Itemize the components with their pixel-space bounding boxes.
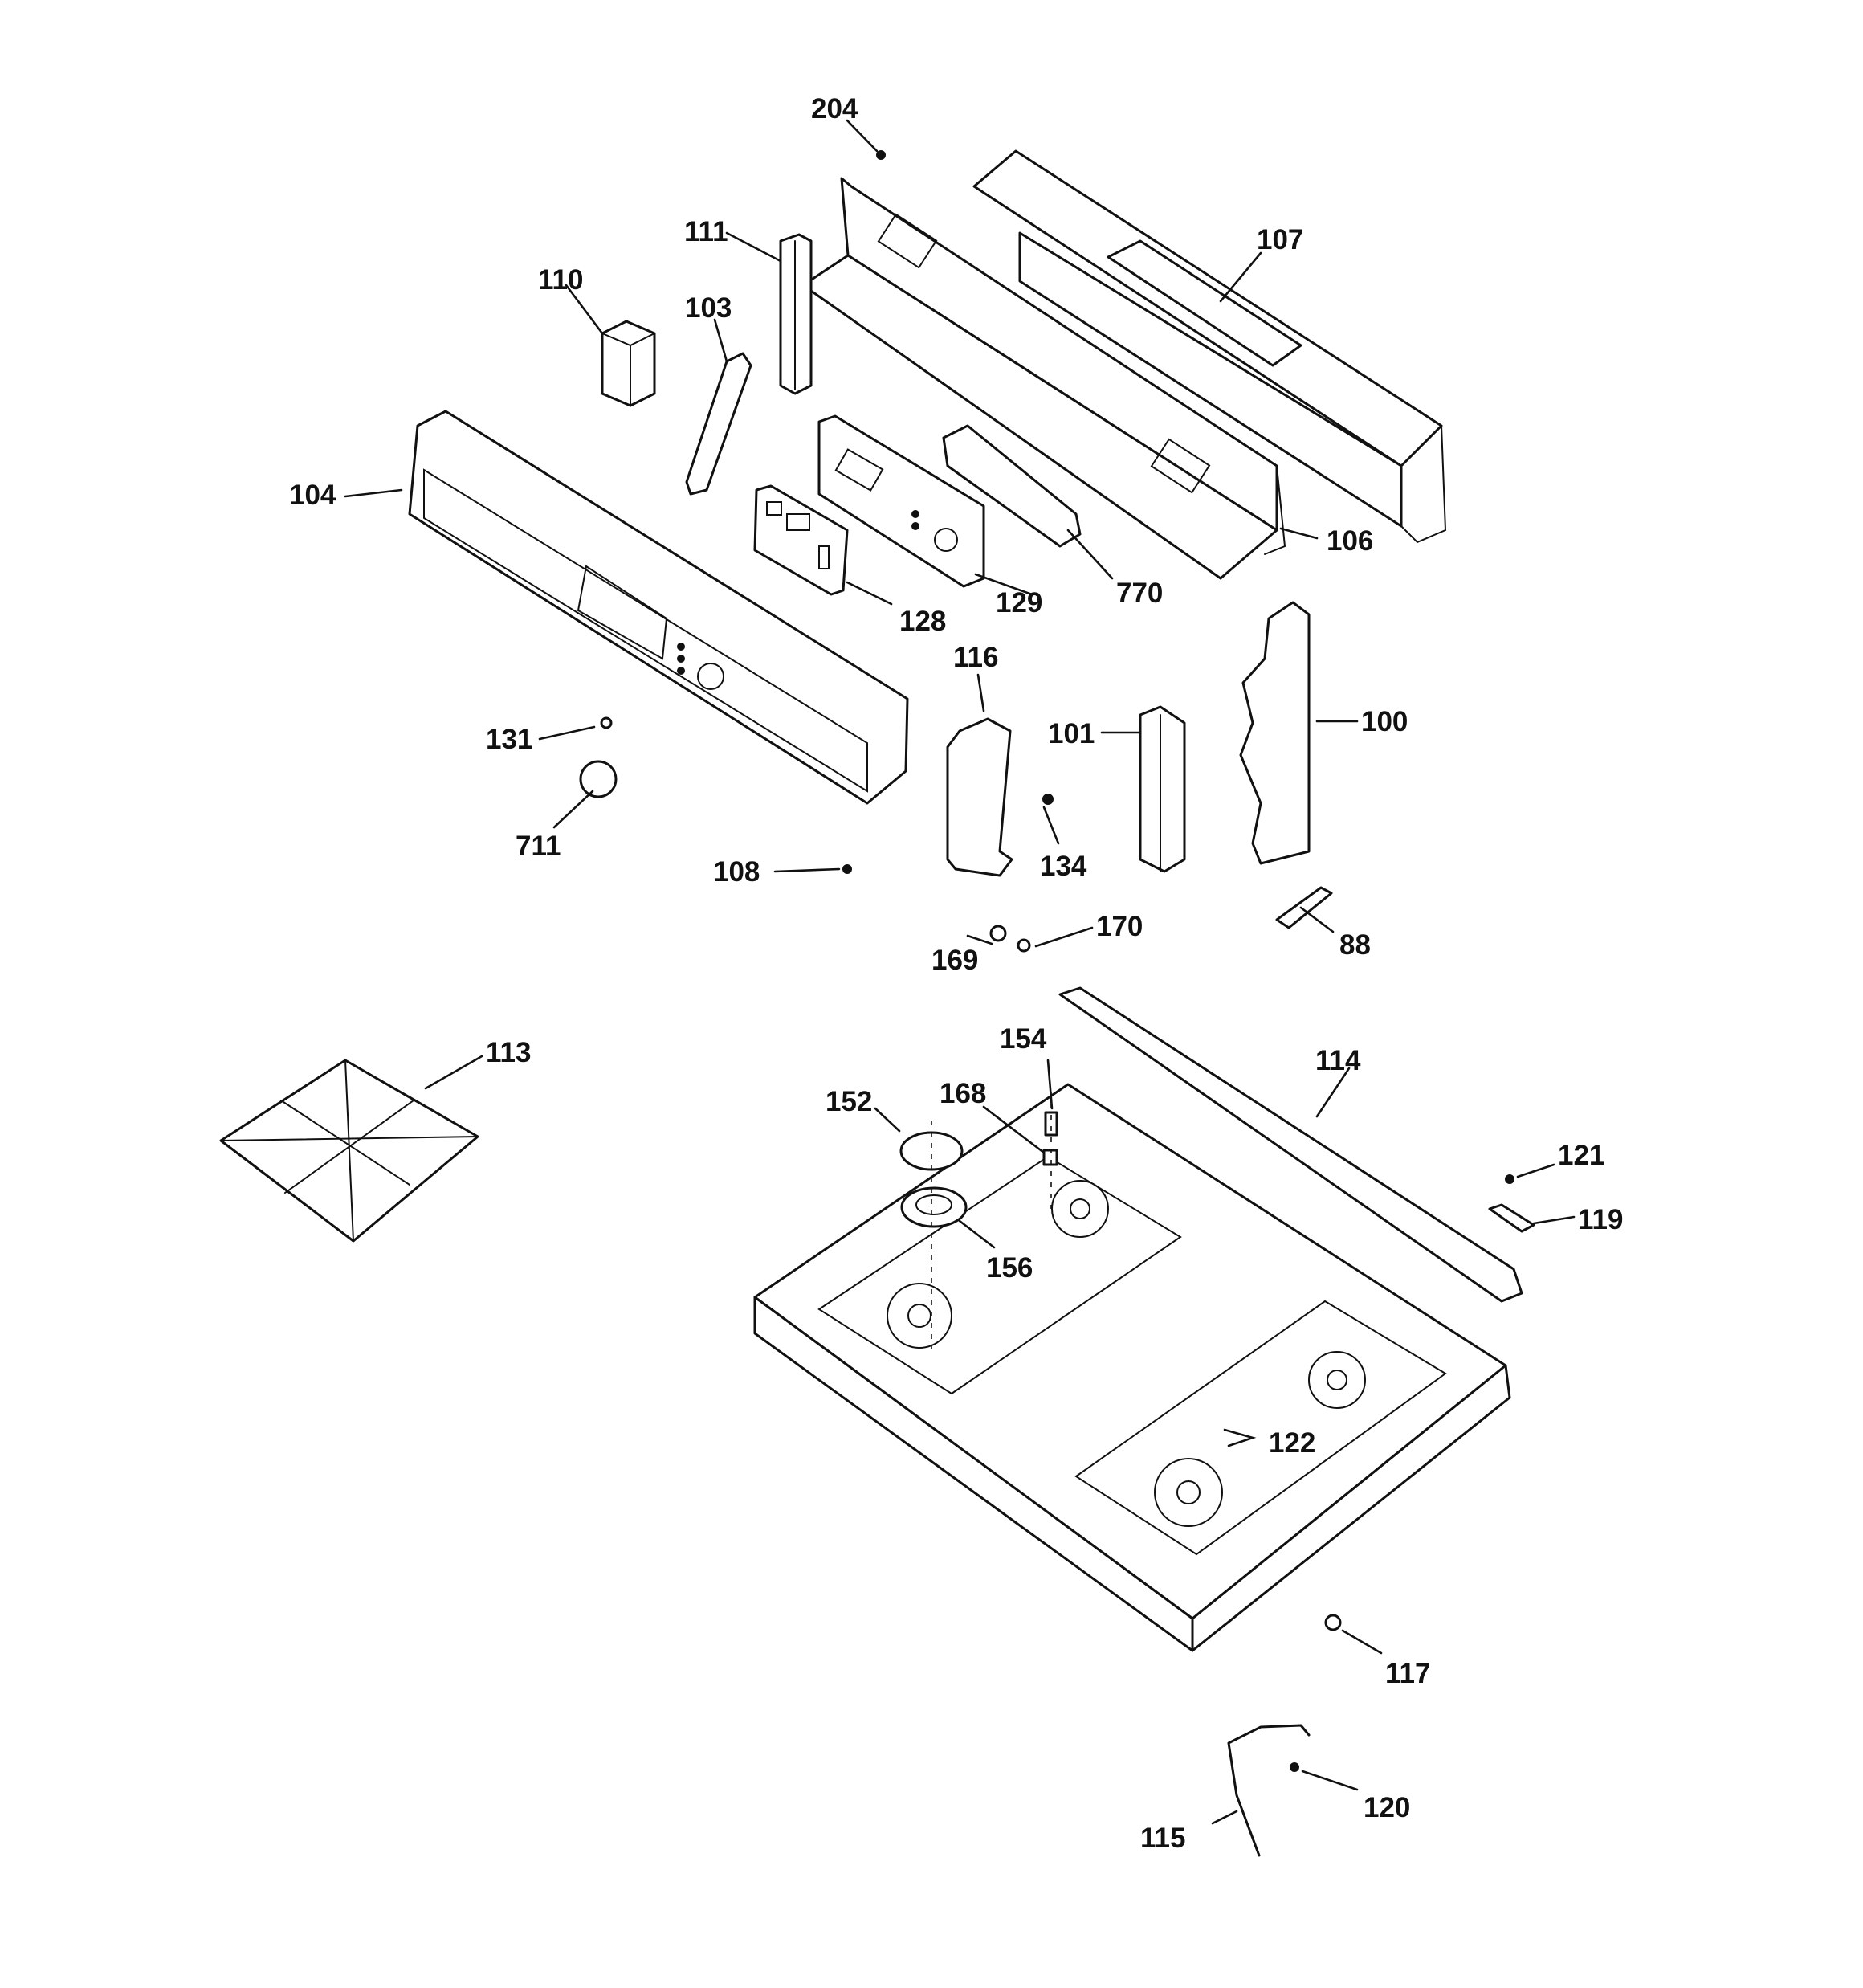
bracket-111 xyxy=(779,233,813,395)
label-154: 154 xyxy=(1000,1023,1047,1055)
label-110: 110 xyxy=(538,264,583,296)
label-711: 711 xyxy=(516,831,561,862)
end-cap-116 xyxy=(946,717,1013,877)
control-panel-104 xyxy=(408,410,909,805)
label-103: 103 xyxy=(685,292,732,324)
strap-88 xyxy=(1275,886,1333,929)
label-122: 122 xyxy=(1269,1427,1315,1459)
label-152: 152 xyxy=(826,1086,872,1117)
part-number-labels: 204 107 111 110 103 104 106 128 129 770 … xyxy=(289,93,1623,1854)
backguard-cover-107 xyxy=(972,149,1447,544)
burner-head-156 xyxy=(900,1186,968,1228)
label-156: 156 xyxy=(986,1252,1033,1284)
screw-108 xyxy=(842,864,852,874)
label-129: 129 xyxy=(996,587,1042,618)
burner-cap-152 xyxy=(899,1131,964,1171)
clip-131 xyxy=(600,716,613,729)
screw-170 xyxy=(1017,938,1031,953)
label-128: 128 xyxy=(899,606,946,637)
orifice-154 xyxy=(1044,1111,1058,1137)
rod-115 xyxy=(1227,1724,1311,1857)
burner-assembly xyxy=(899,1092,1058,1349)
overlay-128 xyxy=(753,484,849,596)
screw-121 xyxy=(1505,1174,1514,1184)
leader-lines xyxy=(344,119,1576,1825)
side-panel-100 xyxy=(1239,601,1311,865)
label-88: 88 xyxy=(1339,929,1371,961)
label-770: 770 xyxy=(1116,578,1163,609)
label-106: 106 xyxy=(1327,525,1373,557)
label-115: 115 xyxy=(1140,1823,1185,1854)
label-204: 204 xyxy=(811,93,858,125)
relay-box-110 xyxy=(601,320,656,407)
bracket-101 xyxy=(1139,705,1186,873)
label-100: 100 xyxy=(1361,706,1408,737)
label-111: 111 xyxy=(684,216,728,247)
bracket-770 xyxy=(942,424,1082,548)
screw-134 xyxy=(1042,794,1054,805)
bracket-103 xyxy=(685,352,752,496)
label-119: 119 xyxy=(1578,1204,1623,1235)
label-113: 113 xyxy=(486,1037,531,1068)
label-120: 120 xyxy=(1364,1792,1410,1823)
burner-grate-113 xyxy=(219,1059,479,1243)
label-101: 101 xyxy=(1048,718,1095,749)
screw-204 xyxy=(876,150,886,160)
label-134: 134 xyxy=(1040,851,1087,882)
fasteners xyxy=(579,150,1535,1772)
control-board-129 xyxy=(817,414,985,588)
label-107: 107 xyxy=(1257,224,1303,255)
label-104: 104 xyxy=(289,480,336,511)
screw-120 xyxy=(1290,1762,1299,1772)
bracket-119 xyxy=(1488,1203,1535,1233)
label-117: 117 xyxy=(1385,1658,1430,1689)
label-121: 121 xyxy=(1558,1140,1604,1171)
label-170: 170 xyxy=(1096,911,1143,942)
label-131: 131 xyxy=(486,724,532,755)
backguard-frame-106 xyxy=(801,177,1286,580)
knob-711 xyxy=(579,760,618,798)
label-116: 116 xyxy=(953,642,998,673)
label-108: 108 xyxy=(713,856,760,888)
nut-117 xyxy=(1324,1614,1342,1631)
spreader-168 xyxy=(1042,1149,1058,1166)
washer-169 xyxy=(989,925,1007,942)
label-168: 168 xyxy=(940,1078,986,1109)
label-114: 114 xyxy=(1315,1045,1361,1076)
label-169: 169 xyxy=(932,945,978,976)
